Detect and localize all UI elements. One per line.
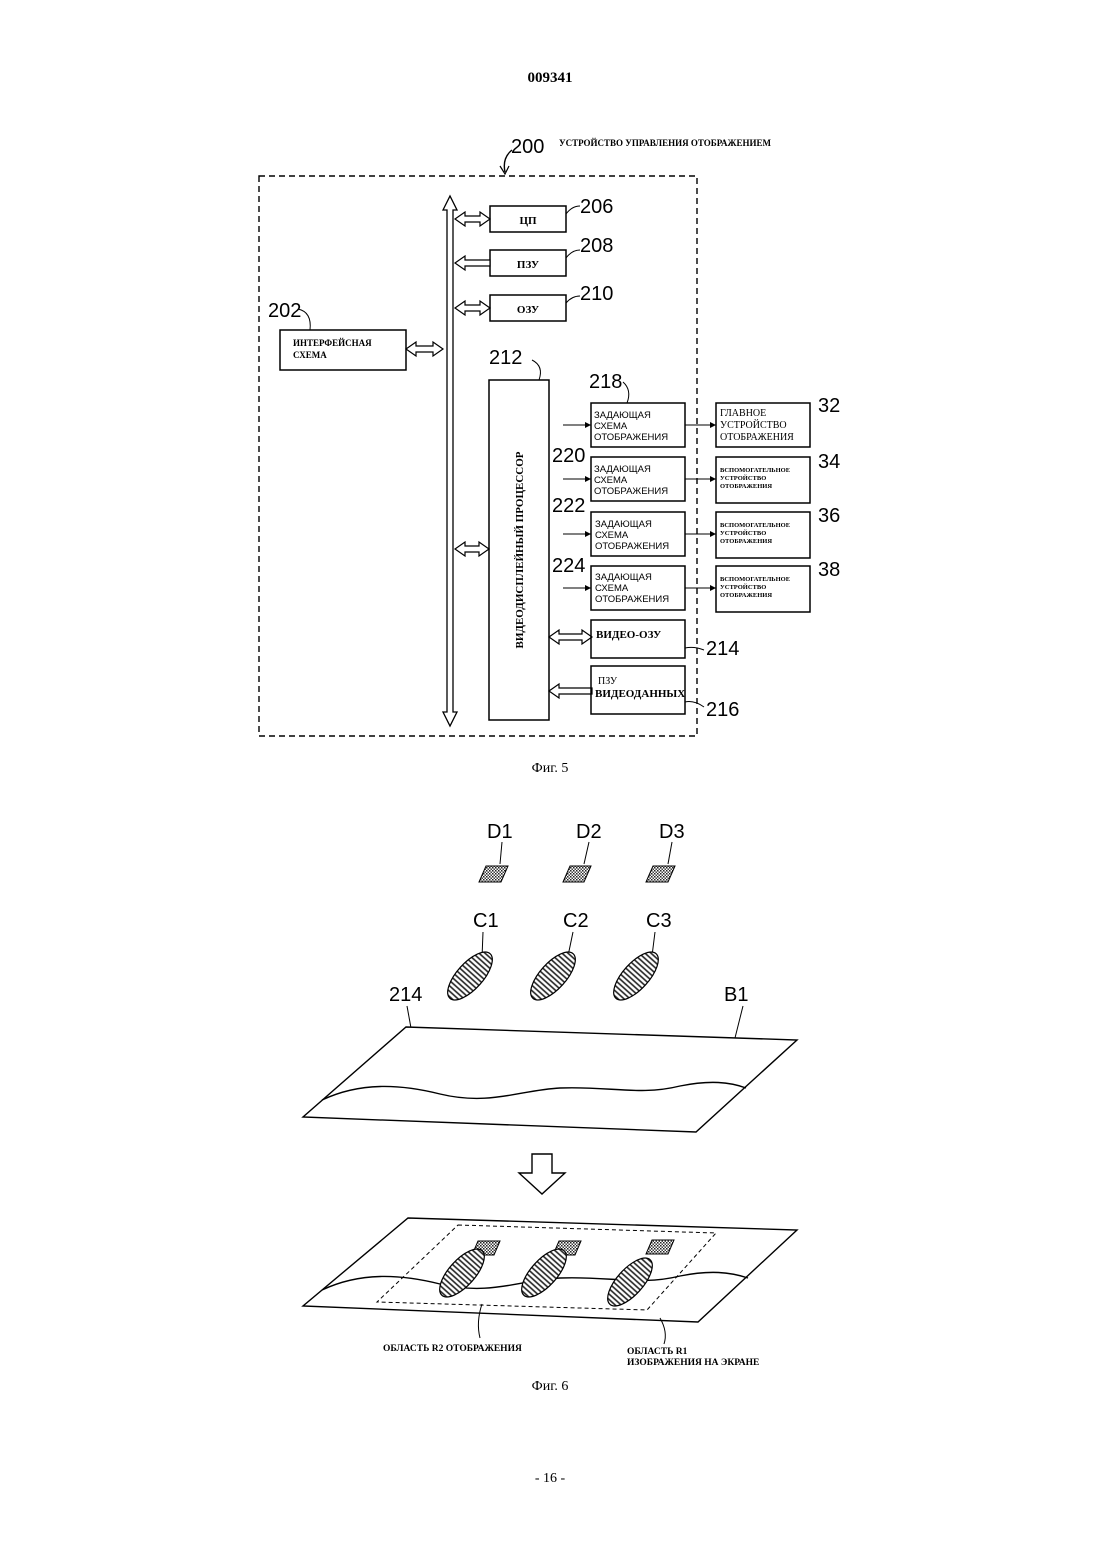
ram-number: 210	[580, 283, 613, 305]
video-rom-label-line2: ВИДЕОДАННЫХ	[595, 688, 685, 700]
system-bus	[443, 196, 457, 726]
driver-220-number: 220	[552, 445, 585, 467]
label-b1: B1	[724, 984, 748, 1006]
ram-label: ОЗУ	[517, 304, 539, 316]
display-36: ВСПОМОГАТЕЛЬНОЕ УСТРОЙСТВО ОТОБРАЖЕНИЯ 3…	[685, 505, 840, 558]
label-vram-214: 214	[389, 984, 422, 1006]
svg-text:ЗАДАЮЩАЯ: ЗАДАЮЩАЯ	[594, 464, 651, 475]
driver-224-number: 224	[552, 555, 585, 577]
display-32-number: 32	[818, 395, 840, 417]
driver-222: ЗАДАЮЩАЯ СХЕМА ОТОБРАЖЕНИЯ 222	[552, 495, 685, 556]
display-36-number: 36	[818, 505, 840, 527]
display-32: ГЛАВНОЕ УСТРОЙСТВО ОТОБРАЖЕНИЯ 32	[685, 395, 840, 447]
region-r1-label-line2: ИЗОБРАЖЕНИЯ НА ЭКРАНЕ	[627, 1358, 759, 1368]
rom-label: ПЗУ	[517, 259, 539, 271]
sprite-c3	[606, 945, 665, 1007]
figure-5	[259, 150, 697, 736]
svg-text:УСТРОЙСТВО: УСТРОЙСТВО	[720, 583, 766, 591]
svg-text:ОТОБРАЖЕНИЯ: ОТОБРАЖЕНИЯ	[720, 483, 772, 490]
label-c3: C3	[646, 910, 672, 932]
cpu-label: ЦП	[519, 215, 537, 227]
device-title: УСТРОЙСТВО УПРАВЛЕНИЯ ОТОБРАЖЕНИЕМ	[559, 138, 771, 148]
display-devices: ГЛАВНОЕ УСТРОЙСТВО ОТОБРАЖЕНИЯ 32 ВСПОМО…	[685, 395, 840, 612]
label-c1: C1	[473, 910, 499, 932]
svg-text:ВСПОМОГАТЕЛЬНОЕ: ВСПОМОГАТЕЛЬНОЕ	[720, 467, 790, 474]
label-d3: D3	[659, 821, 685, 843]
driver-222-number: 222	[552, 495, 585, 517]
svg-text:ОТОБРАЖЕНИЯ: ОТОБРАЖЕНИЯ	[594, 432, 668, 443]
svg-text:ЗАДАЮЩАЯ: ЗАДАЮЩАЯ	[595, 572, 652, 583]
svg-text:ОТОБРАЖЕНИЯ: ОТОБРАЖЕНИЯ	[594, 486, 668, 497]
label-d1: D1	[487, 821, 513, 843]
sprites-c: C1 C2 C3	[440, 910, 671, 1007]
vdp-label: ВИДЕОДИСПЛЕЙНЫЙ ПРОЦЕССОР	[514, 451, 526, 648]
svg-text:СХЕМА: СХЕМА	[594, 475, 628, 486]
interface-label-line2: СХЕМА	[293, 350, 327, 360]
svg-text:ЗАДАЮЩАЯ: ЗАДАЮЩАЯ	[595, 519, 652, 530]
svg-text:ОТОБРАЖЕНИЯ: ОТОБРАЖЕНИЯ	[720, 592, 772, 599]
display-34-number: 34	[818, 451, 840, 473]
sprites-d: D1 D2 D3	[479, 821, 685, 882]
cpu-number: 206	[580, 196, 613, 218]
fig6-caption: Фиг. 6	[532, 1379, 569, 1394]
video-rom-label-line1: ПЗУ	[598, 676, 618, 687]
svg-text:ОТОБРАЖЕНИЯ: ОТОБРАЖЕНИЯ	[595, 541, 669, 552]
svg-text:СХЕМА: СХЕМА	[594, 421, 628, 432]
display-38: ВСПОМОГАТЕЛЬНОЕ УСТРОЙСТВО ОТОБРАЖЕНИЯ 3…	[685, 559, 840, 612]
document-number: 009341	[528, 70, 573, 86]
svg-text:УСТРОЙСТВО: УСТРОЙСТВО	[720, 419, 787, 431]
composite-plane	[303, 1218, 797, 1344]
svg-text:УСТРОЙСТВО: УСТРОЙСТВО	[720, 474, 766, 482]
rom-number: 208	[580, 235, 613, 257]
vdp-number: 212	[489, 347, 522, 369]
svg-text:СХЕМА: СХЕМА	[595, 583, 629, 594]
vram-label: ВИДЕО-ОЗУ	[596, 629, 661, 641]
svg-text:ВСПОМОГАТЕЛЬНОЕ: ВСПОМОГАТЕЛЬНОЕ	[720, 522, 790, 529]
transform-arrow	[519, 1154, 565, 1194]
driver-218: ЗАДАЮЩАЯ СХЕМА ОТОБРАЖЕНИЯ 218	[563, 371, 685, 447]
sprite-c1	[440, 945, 499, 1007]
svg-text:ОТОБРАЖЕНИЯ: ОТОБРАЖЕНИЯ	[720, 432, 794, 443]
vram-number: 214	[706, 638, 739, 660]
video-rom-number: 216	[706, 699, 739, 721]
sprite-c2	[523, 945, 582, 1007]
driver-220: ЗАДАЮЩАЯ СХЕМА ОТОБРАЖЕНИЯ 220	[552, 445, 685, 501]
interface-label-line1: ИНТЕРФЕЙСНАЯ	[293, 338, 372, 348]
region-r1-label-line1: ОБЛАСТЬ R1	[627, 1347, 688, 1357]
driver-circuits: ЗАДАЮЩАЯ СХЕМА ОТОБРАЖЕНИЯ 218 ЗАДАЮЩАЯ …	[552, 371, 685, 610]
svg-text:ОТОБРАЖЕНИЯ: ОТОБРАЖЕНИЯ	[720, 538, 772, 545]
sprite-d1	[479, 866, 508, 882]
display-34: ВСПОМОГАТЕЛЬНОЕ УСТРОЙСТВО ОТОБРАЖЕНИЯ 3…	[685, 451, 840, 503]
driver-224: ЗАДАЮЩАЯ СХЕМА ОТОБРАЖЕНИЯ 224	[552, 555, 685, 610]
svg-text:ГЛАВНОЕ: ГЛАВНОЕ	[720, 408, 766, 419]
interface-number: 202	[268, 300, 301, 322]
svg-text:ЗАДАЮЩАЯ: ЗАДАЮЩАЯ	[594, 410, 651, 421]
sprite-d2	[563, 866, 591, 882]
device-number: 200	[511, 136, 544, 158]
fig5-caption: Фиг. 5	[532, 761, 569, 776]
display-38-number: 38	[818, 559, 840, 581]
label-c2: C2	[563, 910, 589, 932]
svg-text:СХЕМА: СХЕМА	[595, 530, 629, 541]
svg-text:УСТРОЙСТВО: УСТРОЙСТВО	[720, 529, 766, 537]
sprite-d3	[646, 866, 675, 882]
label-d2: D2	[576, 821, 602, 843]
background-plane-b1: 214 B1	[303, 984, 797, 1132]
page-number: - 16 -	[535, 1471, 566, 1486]
driver-218-number: 218	[589, 371, 622, 393]
svg-text:ОТОБРАЖЕНИЯ: ОТОБРАЖЕНИЯ	[595, 594, 669, 605]
svg-text:ВСПОМОГАТЕЛЬНОЕ: ВСПОМОГАТЕЛЬНОЕ	[720, 576, 790, 583]
region-r2-label: ОБЛАСТЬ R2 ОТОБРАЖЕНИЯ	[383, 1344, 522, 1354]
